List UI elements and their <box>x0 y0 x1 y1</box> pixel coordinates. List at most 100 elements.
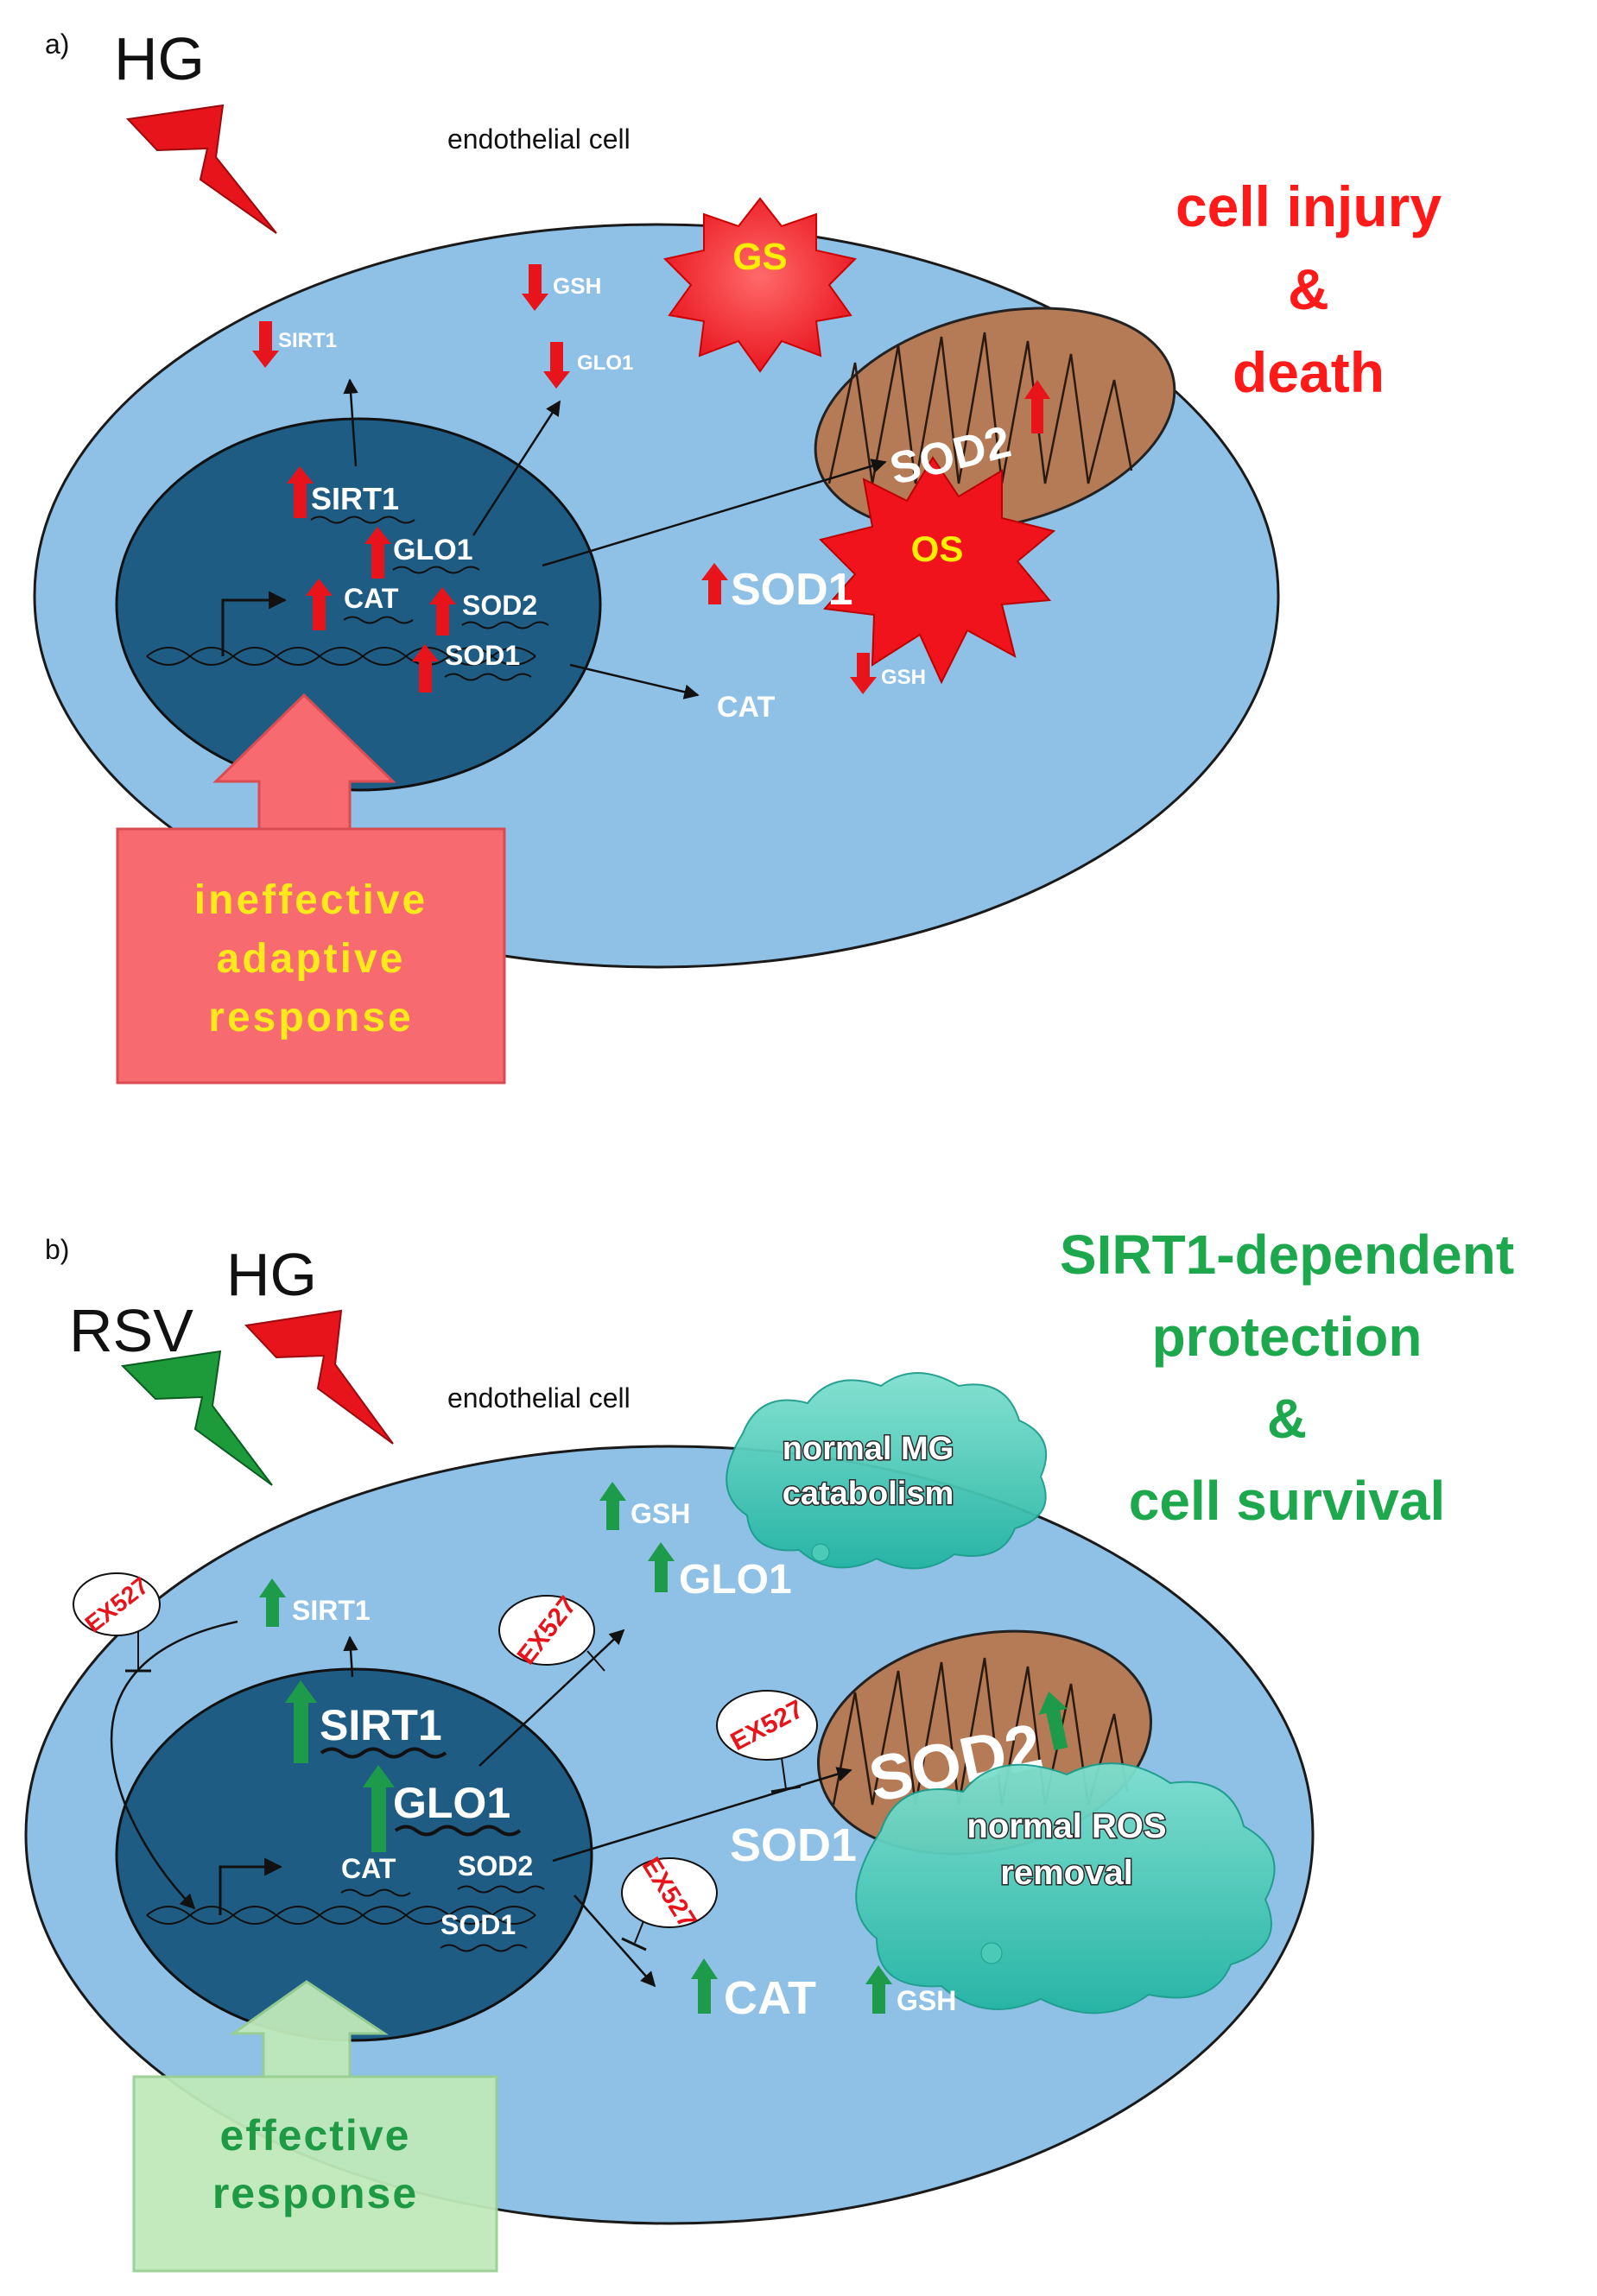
arrow-sirt1 <box>343 1635 358 1678</box>
up-arrow-icon <box>1031 399 1043 433</box>
cloud-icon <box>855 1762 1276 2015</box>
up-arrow-icon <box>648 1542 675 1561</box>
arrow-glo1 <box>472 400 561 536</box>
panel-a-cyto-gsh-top: GSH <box>553 273 601 299</box>
inhibitor-icon <box>621 1857 718 1928</box>
arrow-glo1 <box>478 1629 625 1767</box>
panel-a-os-label: OS <box>911 528 964 569</box>
panel-b-cloud-mg-line1: normal MG <box>783 1431 954 1467</box>
cloud-bubble <box>980 1942 1003 1964</box>
mrna-icon <box>440 1944 528 1952</box>
up-arrow-icon <box>701 563 728 580</box>
up-arrow-icon <box>285 1680 317 1703</box>
panel-a-cyto-sirt1: SIRT1 <box>278 329 337 352</box>
up-arrow-icon <box>1024 380 1050 399</box>
up-arrow-icon <box>287 466 314 484</box>
panel-b-outcome-line1: SIRT1-dependent <box>1060 1224 1514 1286</box>
inhibitor-bar <box>621 1937 647 1951</box>
up-arrow-icon <box>419 661 432 693</box>
panel-b-nucleus-sirt1: SIRT1 <box>320 1701 442 1749</box>
up-arrow-icon <box>865 1965 892 1984</box>
arrow-sod1 <box>569 663 700 699</box>
mrna-icon <box>461 621 549 629</box>
panel-a-response-line3: response <box>208 995 413 1040</box>
panel-b-cloud-mg-line2: catabolism <box>783 1476 954 1512</box>
panel-b-cyto-gsh-top: GSH <box>631 1498 690 1529</box>
panel-b-nucleus-cat: CAT <box>341 1853 396 1884</box>
panel-b-cloud-ros-line1: normal ROS <box>966 1807 1166 1845</box>
up-arrow-icon <box>872 1984 885 2014</box>
panel-b-cyto-sod1: SOD1 <box>730 1819 857 1871</box>
panel-b-cyto-gsh-bottom: GSH <box>897 1985 956 2016</box>
lightning-icon <box>120 1350 273 1486</box>
panel-a-nucleus-sod1: SOD1 <box>445 640 520 671</box>
cloud-bubble <box>811 1543 830 1562</box>
up-arrow-icon <box>708 580 721 604</box>
up-arrow-icon <box>429 587 456 604</box>
mito-cristae <box>832 1657 1129 1806</box>
inhibitor-icon <box>498 1595 595 1666</box>
panel-b-cloud-ros-line2: removal <box>1000 1854 1132 1892</box>
panel-a-stimulus-hg: HG <box>114 25 205 92</box>
inhibitor-line <box>634 1920 644 1944</box>
panel-b-outcome-line3: & <box>1267 1388 1307 1450</box>
mrna-icon <box>320 1747 447 1759</box>
mrna-icon <box>394 1825 522 1837</box>
up-arrow-icon <box>1038 1691 1068 1715</box>
panel-b-response-arrow <box>229 1980 389 2083</box>
up-arrow-icon <box>313 596 326 630</box>
up-arrow-icon <box>363 1765 395 1787</box>
panel-a-response-line1: ineffective <box>194 877 428 923</box>
down-arrow-icon <box>850 677 877 694</box>
panel-b-nucleus-glo1: GLO1 <box>393 1779 510 1827</box>
down-arrow-icon <box>529 264 542 295</box>
dna-icon <box>146 647 536 666</box>
arrow-sirt1-feedback <box>110 1620 238 1910</box>
panel-a-response-line2: adaptive <box>217 936 406 982</box>
panel-b-outcome-line2: protection <box>1152 1306 1423 1368</box>
panel-a-label: a) <box>45 28 69 60</box>
panel-b-response-line2: response <box>212 2169 418 2217</box>
panel-b-response-line1: effective <box>220 2111 411 2160</box>
down-arrow-icon <box>543 371 570 389</box>
up-arrow-icon <box>599 1482 626 1501</box>
panel-b-response-box <box>132 2075 498 2273</box>
panel-a: a) HG endothelial cell cell injury & dea… <box>33 25 1442 1085</box>
up-arrow-icon <box>606 1501 619 1530</box>
mrna-icon <box>310 515 415 524</box>
up-arrow-icon <box>1046 1710 1068 1751</box>
dna-icon <box>146 1906 536 1925</box>
mrna-icon <box>457 1885 545 1894</box>
panel-b-stimulus-hg: HG <box>226 1241 317 1308</box>
dna-icon <box>146 647 536 666</box>
mrna-icon <box>392 566 480 574</box>
mito-cristae <box>827 332 1133 484</box>
lightning-icon <box>125 104 277 234</box>
up-arrow-icon <box>698 1979 711 2014</box>
cloud-icon <box>726 1372 1048 1570</box>
panel-a-outcome-line2: & <box>1288 257 1329 321</box>
panel-b-stimulus-rsv: RSV <box>69 1297 193 1364</box>
inhibitor-icon <box>716 1690 818 1761</box>
panel-a-outcome-line3: death <box>1233 340 1385 404</box>
panel-a-nucleus <box>115 417 602 792</box>
panel-a-cell-label: endothelial cell <box>447 123 631 155</box>
panel-a-cyto-gsh-bottom: GSH <box>881 666 926 689</box>
dna-icon <box>146 1906 536 1925</box>
down-arrow-icon <box>259 321 272 352</box>
up-arrow-icon <box>294 484 307 518</box>
transcription-arrow <box>219 1857 283 1915</box>
up-arrow-icon <box>655 1561 668 1592</box>
panel-a-cyto-glo1: GLO1 <box>577 351 633 375</box>
panel-a-response-arrow <box>212 693 396 838</box>
inhibitor-line <box>781 1757 787 1790</box>
arrow-sod2 <box>542 459 887 567</box>
up-arrow-icon <box>691 1958 718 1979</box>
transcription-arrow <box>221 591 288 656</box>
panel-a-nucleus-cat: CAT <box>344 583 399 614</box>
arrow-sod2 <box>552 1767 852 1863</box>
panel-b-cyto-sirt1: SIRT1 <box>292 1595 371 1626</box>
arrow-sirt1 <box>343 378 358 467</box>
panel-b-cell-label: endothelial cell <box>447 1382 631 1414</box>
up-arrow-icon <box>412 644 439 661</box>
